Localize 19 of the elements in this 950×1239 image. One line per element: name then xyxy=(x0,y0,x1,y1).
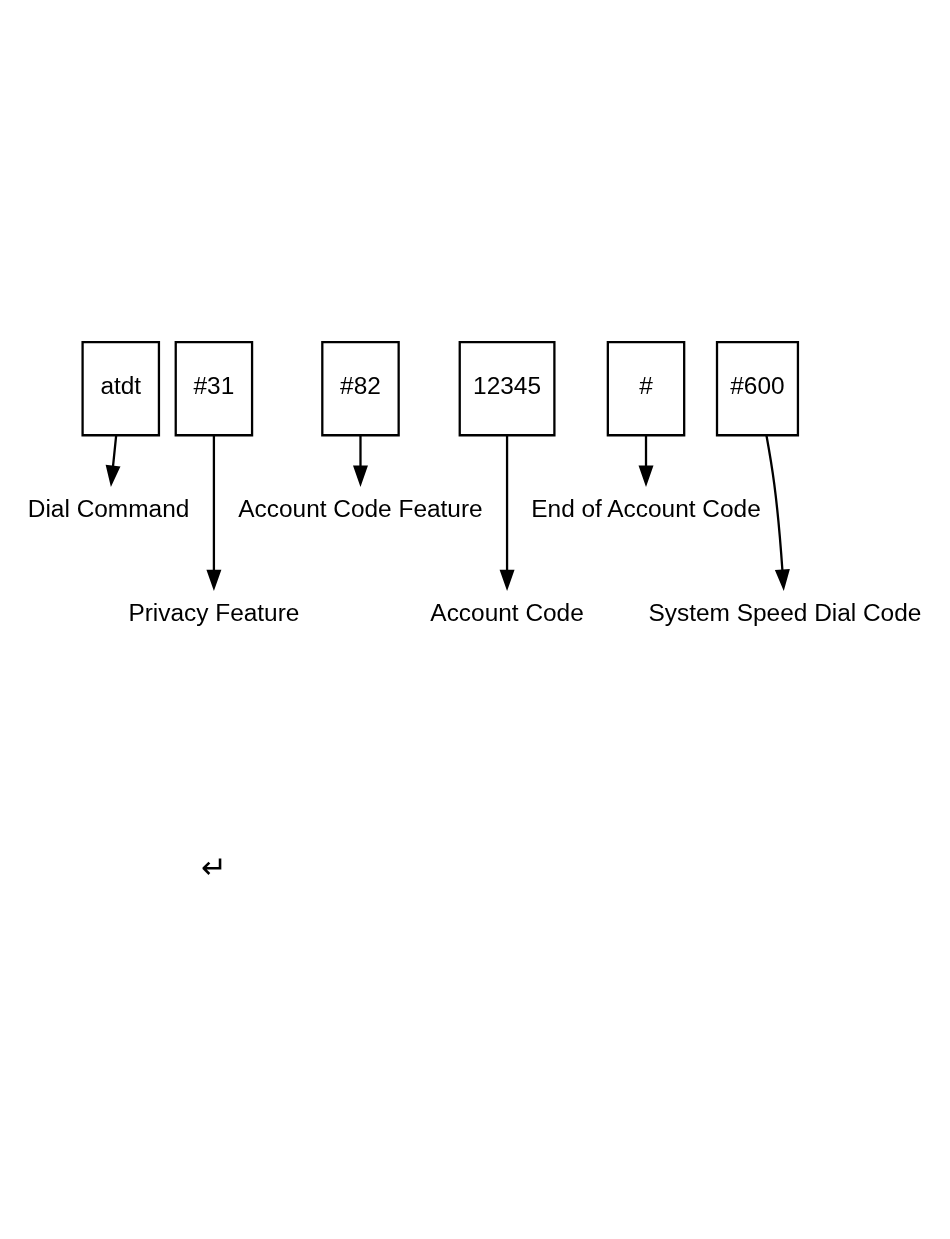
node-box: #600 xyxy=(715,340,800,436)
arrow xyxy=(353,435,368,487)
node-box: 12345 xyxy=(458,340,556,436)
arrow xyxy=(765,434,790,591)
node-text: Dial Command xyxy=(27,494,190,522)
node-text: Account Code Feature xyxy=(238,494,483,522)
arrow xyxy=(206,435,222,591)
node-text: Privacy Feature xyxy=(128,598,300,626)
label: ↵ xyxy=(200,849,227,884)
node-text: System Speed Dial Code xyxy=(648,598,922,626)
node-box: #31 xyxy=(174,340,254,436)
node-box: #82 xyxy=(321,340,400,436)
arrow xyxy=(499,435,515,591)
node-text: Account Code xyxy=(430,598,584,626)
node-box: # xyxy=(606,340,686,436)
arrow xyxy=(638,435,654,487)
node-text: End of Account Code xyxy=(531,494,761,522)
arrow xyxy=(105,434,121,487)
node-box: atdt xyxy=(81,340,161,436)
